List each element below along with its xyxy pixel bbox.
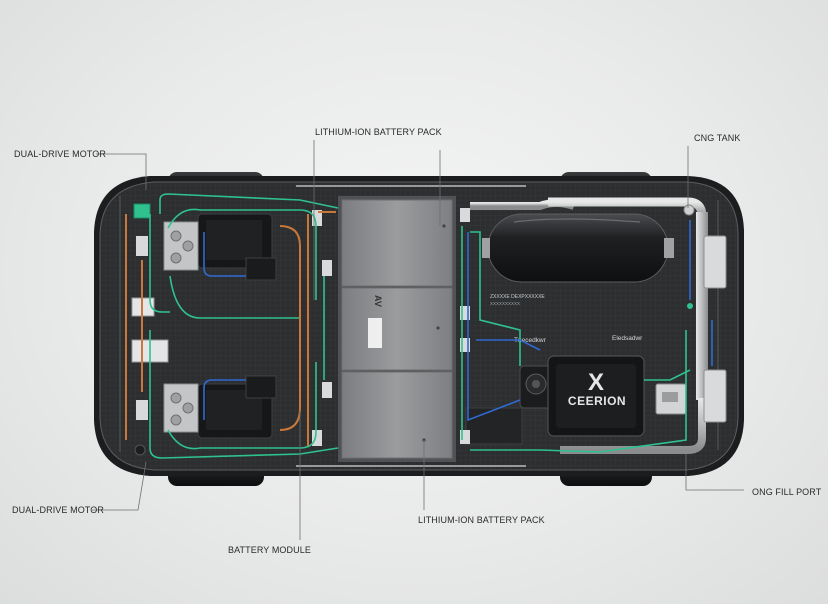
label-dual-drive-motor-top: DUAL-DRIVE MOTOR <box>14 149 106 159</box>
engine-tag-left: Tnecedkwr <box>514 337 547 344</box>
battery-segment-1 <box>341 199 453 287</box>
label-cng-fill-port: ONG FILL PORT <box>752 487 822 497</box>
signal-lines <box>203 220 713 422</box>
panel-note-2: XXXXXXXXXX <box>490 301 520 306</box>
lithium-ion-battery-pack: AV <box>338 196 456 462</box>
cng-tank <box>470 197 727 454</box>
hv-lines <box>125 211 336 446</box>
battery-mark: AV <box>373 295 383 307</box>
motor-assembly-bottom <box>163 375 277 439</box>
engine-tag-right: Eledsadwr <box>612 335 643 342</box>
engine-brand-label: CEERION <box>568 394 626 408</box>
engine-logo-mark: X <box>588 369 604 396</box>
label-dual-drive-motor-bottom: DUAL-DRIVE MOTOR <box>12 505 104 515</box>
engine-unit: X CEERION Tnecedkwr Eledsadwr <box>465 335 687 445</box>
label-lithium-ion-bottom: LITHIUM-ION BATTERY PACK <box>418 515 545 525</box>
battery-segment-2 <box>341 287 453 371</box>
battery-segment-3 <box>341 371 453 459</box>
label-battery-module: BATTERY MODULE <box>228 545 311 555</box>
motor-assembly-top <box>163 213 277 281</box>
label-cng-tank: CNG TANK <box>694 133 740 143</box>
label-lithium-ion-top: LITHIUM-ION BATTERY PACK <box>315 127 442 137</box>
panel-note-1: ZXXXXE DEXPXXXXXE <box>490 294 545 300</box>
callouts: DUAL-DRIVE MOTOR DUAL-DRIVE MOTOR LITHIU… <box>12 127 822 555</box>
